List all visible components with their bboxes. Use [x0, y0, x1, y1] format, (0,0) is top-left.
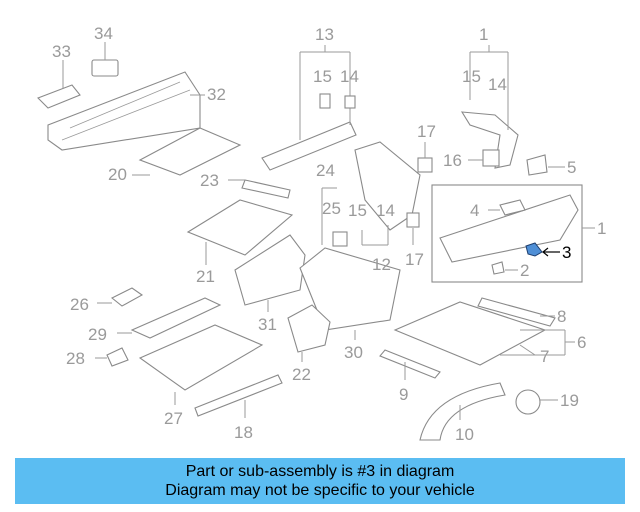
- label-3: 3: [562, 243, 571, 262]
- label-34: 34: [94, 24, 113, 43]
- part-28-box: [110, 287, 144, 307]
- label-11: 1: [479, 25, 488, 44]
- label-17a: 17: [417, 122, 436, 141]
- label-1: 1: [597, 219, 606, 238]
- part-29-floor: [138, 324, 264, 391]
- label-29: 27: [164, 409, 183, 428]
- part-5-cap: [526, 154, 548, 176]
- label-14a: 14: [340, 67, 359, 86]
- info-banner: Part or sub-assembly is #3 in diagram Di…: [15, 458, 625, 504]
- label-32: 32: [207, 85, 226, 104]
- label-14b: 14: [376, 201, 395, 220]
- label-15c: 15: [462, 67, 481, 86]
- label-15a: 15: [313, 67, 332, 86]
- part-13-sill: [261, 121, 357, 171]
- label-24: 25: [322, 199, 341, 218]
- part-3-highlighted: [525, 242, 543, 257]
- part-25-box: [287, 304, 331, 353]
- part-19-plug: [515, 389, 541, 415]
- label-31: 29: [88, 325, 107, 344]
- label-26: 30: [344, 343, 363, 362]
- part-11-pillar: [460, 111, 519, 169]
- part-4-shape: [499, 199, 526, 216]
- part-30-cap: [106, 347, 129, 367]
- label-4: 4: [470, 201, 479, 220]
- part-31-panel: [130, 297, 222, 339]
- label-17b: 17: [405, 250, 424, 269]
- label-13: 13: [315, 25, 334, 44]
- part-1-trim-panel: [439, 194, 579, 263]
- label-22: 23: [200, 171, 219, 190]
- part-33-shape: [37, 84, 81, 109]
- part-22-rail: [241, 179, 291, 199]
- label-6: 6: [577, 333, 586, 352]
- part-21-panel: [186, 199, 294, 256]
- part-20-bar: [194, 374, 283, 417]
- label-33: 33: [52, 42, 71, 61]
- label-10: 10: [455, 425, 474, 444]
- banner-line-2: Diagram may not be specific to your vehi…: [165, 482, 475, 499]
- label-19: 19: [560, 391, 579, 410]
- part-8-strip: [477, 297, 556, 327]
- label-2: 2: [520, 261, 529, 280]
- part-17-lower: [406, 212, 420, 228]
- banner-line-1: Part or sub-assembly is #3 in diagram: [185, 463, 455, 480]
- label-23: 24: [316, 161, 335, 180]
- part-34-shape: [91, 59, 119, 77]
- part-2-clip: [491, 261, 505, 275]
- label-18: 20: [108, 165, 127, 184]
- label-9: 9: [399, 385, 408, 404]
- parts-diagram: 33 34 32 20 23 21 13 15 14 24 25 31 30 1…: [37, 24, 606, 444]
- label-7: 7: [540, 347, 549, 366]
- part-9-strip: [379, 349, 441, 379]
- label-5: 5: [567, 158, 576, 177]
- label-25: 22: [292, 365, 311, 384]
- part-16-clip: [482, 149, 500, 167]
- label-8: 8: [557, 307, 566, 326]
- part-10-wheelhouse: [419, 382, 506, 441]
- part-32-group-box: [47, 71, 201, 151]
- label-20: 18: [234, 423, 253, 442]
- label-12: 12: [372, 255, 391, 274]
- label-27: 31: [258, 315, 277, 334]
- part-18-shelf: [138, 127, 242, 176]
- part-17-upper: [417, 157, 433, 173]
- label-14c: 14: [488, 75, 507, 94]
- label-21: 21: [196, 267, 215, 286]
- label-16: 16: [443, 151, 462, 170]
- label-28: 26: [70, 295, 89, 314]
- label-30: 28: [66, 349, 85, 368]
- label-15b: 15: [348, 201, 367, 220]
